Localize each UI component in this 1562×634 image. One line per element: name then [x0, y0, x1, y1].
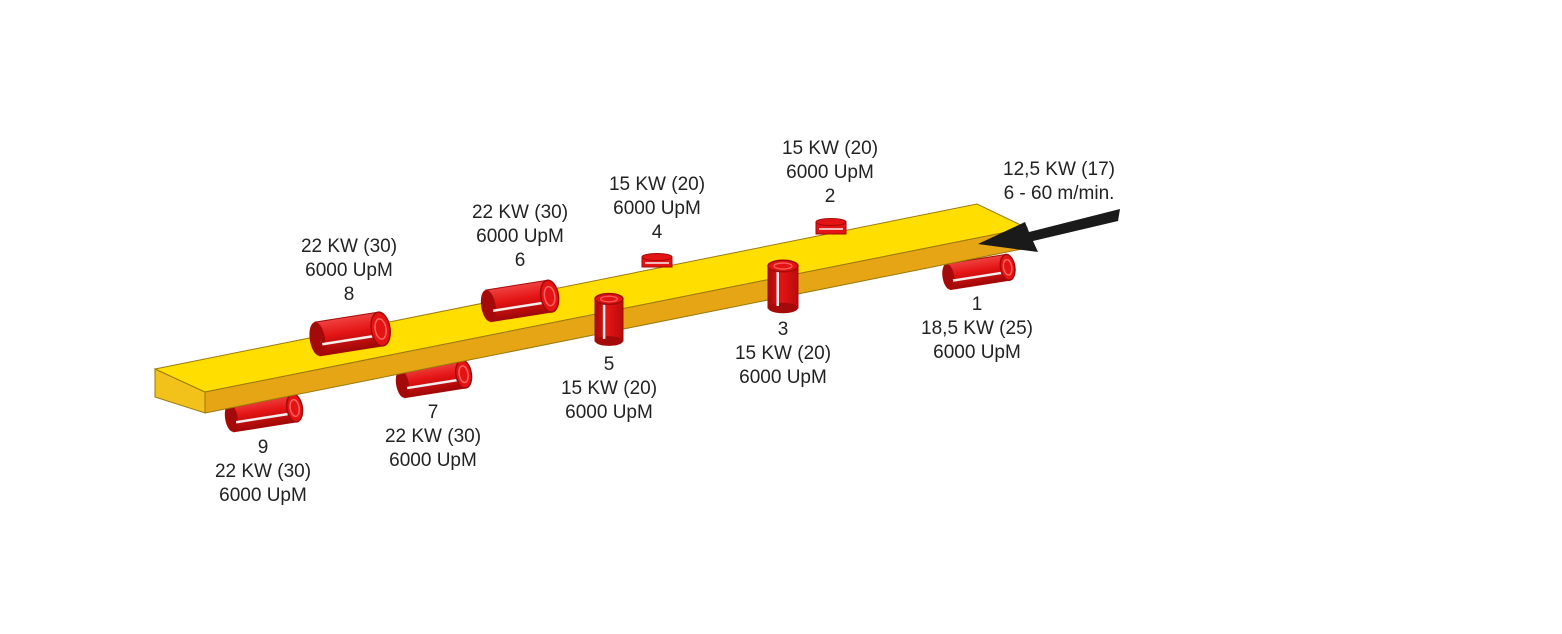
spindle-4-icon	[641, 253, 673, 268]
spindle-power: 15 KW (20)	[734, 343, 832, 364]
feed-speed-text: 6 - 60 m/min.	[1003, 183, 1115, 204]
spindle-power: 15 KW (20)	[781, 138, 879, 159]
spindle-power: 15 KW (20)	[608, 174, 706, 195]
spindle-number: 4	[651, 222, 663, 243]
spindle-number: 7	[427, 402, 439, 423]
spindle-label-8: 22 KW (30) 6000 UpM 8	[301, 235, 397, 307]
spindle-5-icon	[594, 292, 624, 346]
spindle-speed: 6000 UpM	[389, 450, 477, 471]
spindle-speed: 6000 UpM	[739, 367, 827, 388]
spindle-speed: 6000 UpM	[305, 260, 393, 281]
spindle-number: 9	[257, 437, 269, 458]
spindle-label-3: 3 15 KW (20) 6000 UpM	[735, 318, 831, 390]
spindle-speed: 6000 UpM	[476, 226, 564, 247]
spindle-speed: 6000 UpM	[613, 198, 701, 219]
spindle-2-icon	[815, 218, 847, 235]
spindle-label-5: 5 15 KW (20) 6000 UpM	[561, 353, 657, 425]
spindle-number: 5	[603, 354, 615, 375]
spindle-speed: 6000 UpM	[219, 485, 307, 506]
spindle-label-1: 1 18,5 KW (25) 6000 UpM	[921, 293, 1033, 365]
spindle-label-7: 7 22 KW (30) 6000 UpM	[385, 401, 481, 473]
spindle-speed: 6000 UpM	[786, 162, 874, 183]
spindle-number: 6	[514, 250, 526, 271]
spindle-power: 22 KW (30)	[300, 236, 398, 257]
spindle-power: 22 KW (30)	[214, 461, 312, 482]
spindle-6-icon	[480, 279, 560, 323]
spindle-number: 8	[343, 284, 355, 305]
feed-label: 12,5 KW (17) 6 - 60 m/min.	[1003, 158, 1115, 206]
spindle-number: 2	[824, 186, 836, 207]
spindle-speed: 6000 UpM	[565, 402, 653, 423]
spindle-number: 3	[777, 319, 789, 340]
spindle-label-6: 22 KW (30) 6000 UpM 6	[472, 201, 568, 273]
spindle-3-icon	[767, 259, 799, 314]
spindle-power: 15 KW (20)	[560, 378, 658, 399]
spindle-label-4: 15 KW (20) 6000 UpM 4	[609, 173, 705, 245]
spindle-label-9: 9 22 KW (30) 6000 UpM	[215, 436, 311, 508]
spindle-power: 22 KW (30)	[471, 202, 569, 223]
spindle-1-icon	[942, 253, 1016, 291]
spindle-number: 1	[971, 294, 983, 315]
spindle-power: 22 KW (30)	[384, 426, 482, 447]
feed-power-text: 12,5 KW (17)	[1003, 159, 1115, 180]
spindle-8-icon	[309, 311, 391, 357]
feed-arrow-icon	[978, 209, 1120, 252]
spindle-label-2: 15 KW (20) 6000 UpM 2	[782, 137, 878, 209]
spindle-power: 18,5 KW (25)	[921, 318, 1033, 339]
spindle-speed: 6000 UpM	[933, 342, 1021, 363]
